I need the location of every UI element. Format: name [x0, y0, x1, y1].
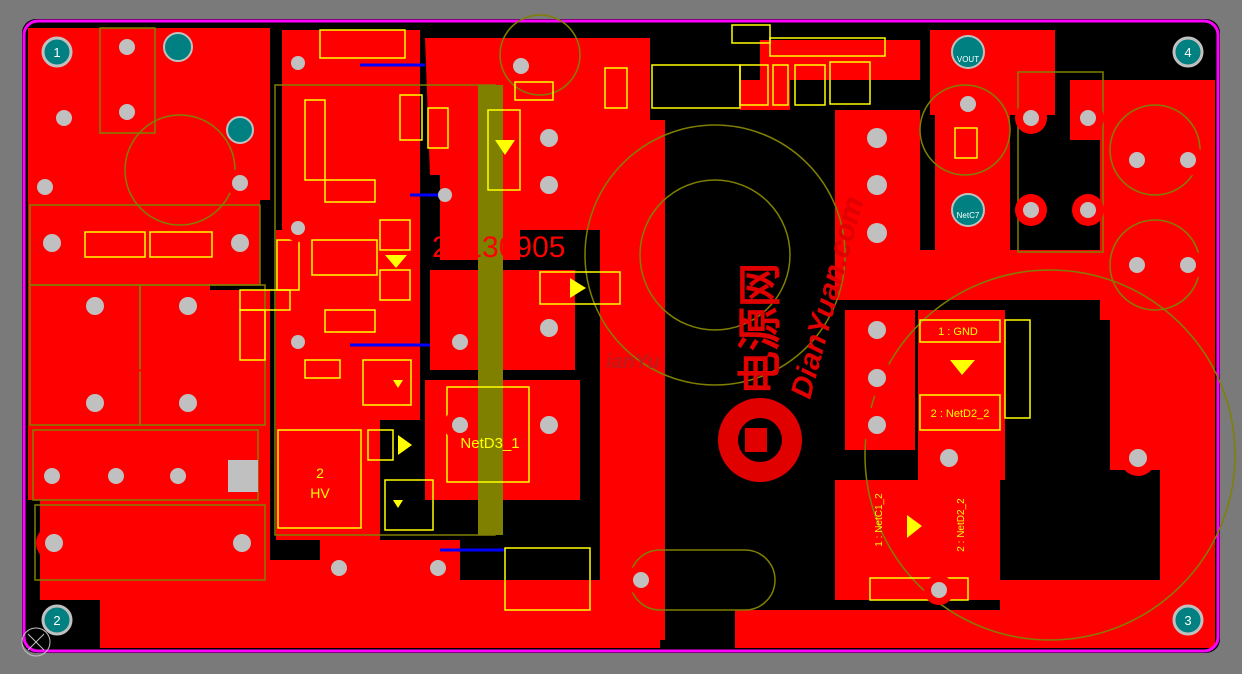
board-outline — [22, 19, 1220, 653]
corner-label-3: 3 — [1184, 613, 1191, 628]
diode-symbols — [385, 140, 975, 538]
silkscreen-layer — [84, 24, 1031, 611]
corner-label-1: 1 — [53, 45, 60, 60]
version-label: V_1.0_PCB — [48, 336, 215, 372]
watermark-partial: ianYu — [606, 351, 660, 373]
mounting-holes — [41, 36, 1204, 636]
date-code: 20130905 — [432, 231, 565, 264]
pads — [31, 31, 1204, 605]
netd2-2-label: 2 : NetD2_2 — [931, 408, 990, 420]
cursor-crosshair-icon — [21, 627, 51, 657]
mechanical-layer — [29, 14, 1236, 641]
bottom-traces — [350, 63, 505, 552]
transformer-bar — [478, 85, 503, 535]
netc7-label: NetC7 — [957, 211, 980, 220]
hv-number: 2 — [316, 465, 324, 481]
vout-label: VOUT — [957, 55, 979, 64]
netd2-2-vertical-label: 2 : NetD2_2 — [956, 498, 967, 552]
hv-label: HV — [310, 485, 330, 501]
netd3-label: NetD3_1 — [460, 435, 519, 452]
corner-label-4: 4 — [1184, 45, 1191, 60]
netc1-2-label: 1 : NetC1_2 — [874, 493, 885, 547]
watermark-cn: 电源网 — [736, 263, 785, 395]
corner-label-2: 2 — [53, 613, 60, 628]
gnd-label: 1 : GND — [938, 326, 978, 338]
